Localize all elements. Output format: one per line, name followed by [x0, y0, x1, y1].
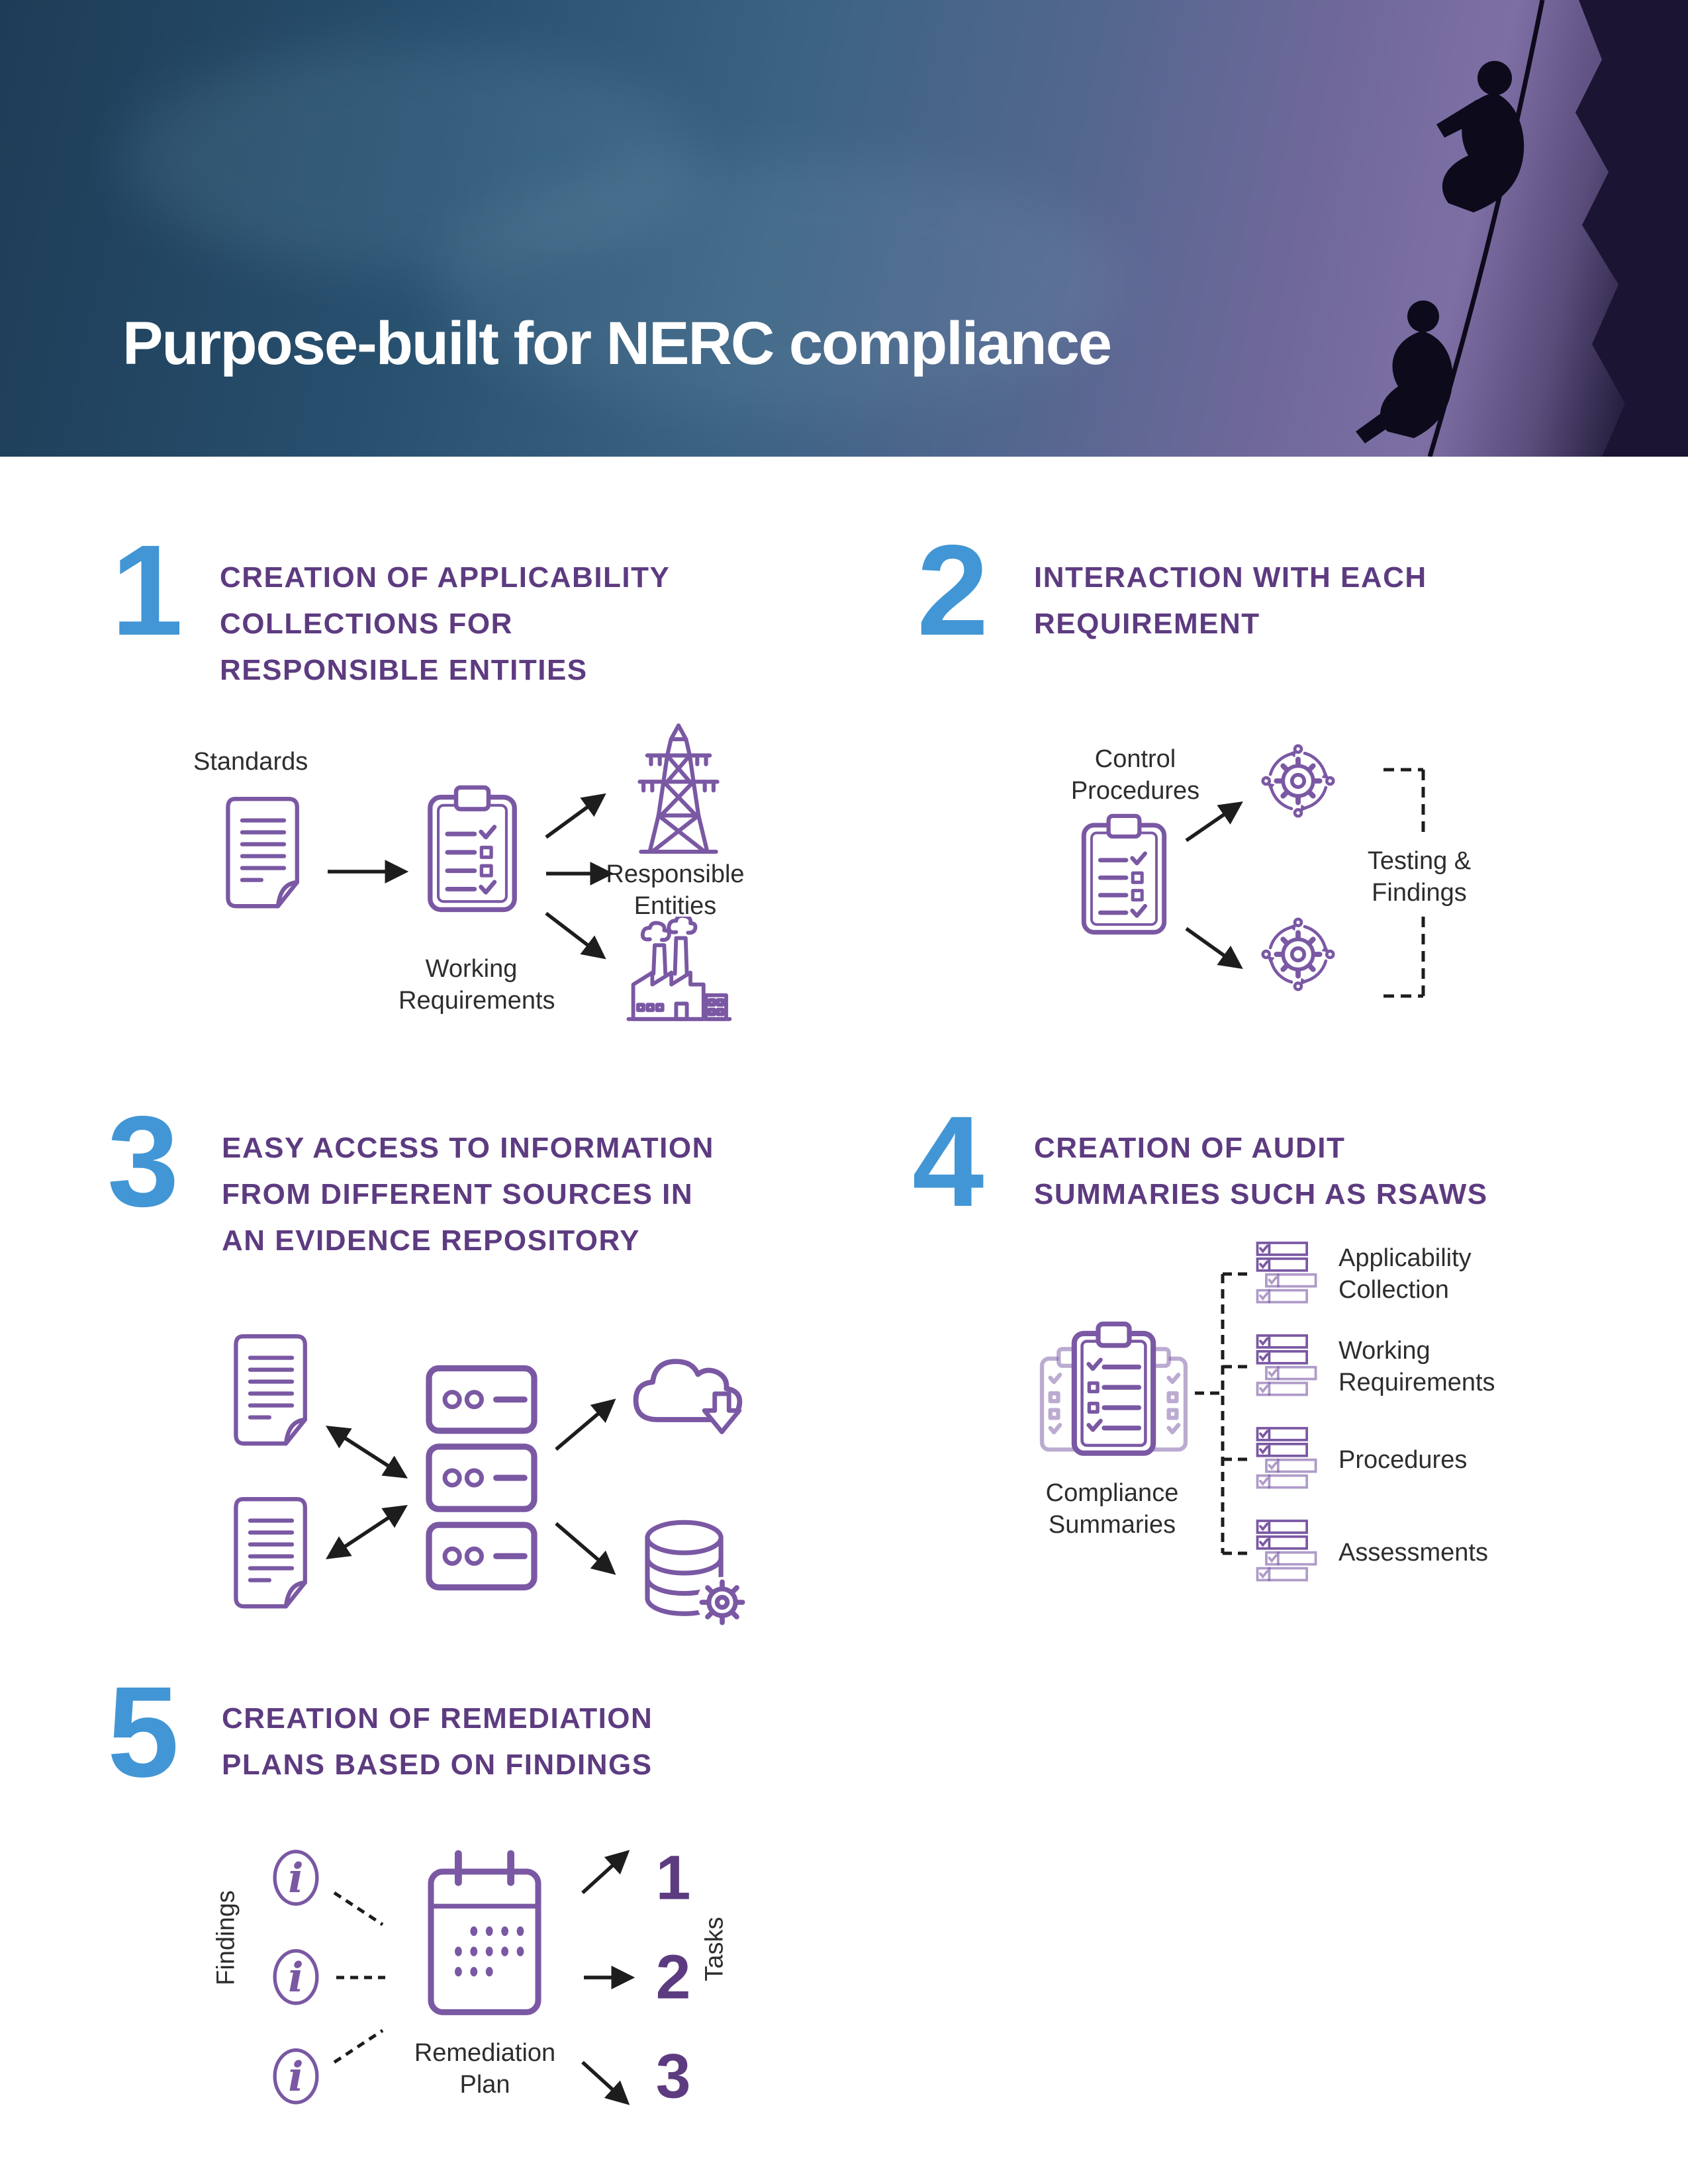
label-standards: Standards — [193, 748, 308, 776]
diagram-4-connectors — [1195, 1272, 1253, 1555]
diagram-3 — [185, 1317, 781, 1674]
label-remediation-plan: Remediation Plan — [414, 2039, 556, 2099]
step-1-number: 1 — [111, 518, 183, 662]
diagram-3-arrows — [325, 1398, 616, 1575]
diagram-5: Findings Remediation Plan 1 2 3 Tasks — [185, 1813, 914, 2112]
step-5-heading: CREATION OF REMEDIATION PLANS BASED ON F… — [222, 1702, 653, 1781]
diagram-5-connectors — [333, 1850, 635, 2105]
label-working-requirements: Working Requirements — [399, 955, 555, 1015]
step-5-number: 5 — [107, 1660, 179, 1804]
dashed-bracket — [1383, 768, 1425, 998]
label-control-procedures: Control Procedures — [1070, 745, 1200, 805]
label-compliance-summaries: Compliance Summaries — [1045, 1479, 1179, 1539]
rock-face — [1575, 0, 1688, 457]
diagram-2: Control Procedures Testing & Findings — [1033, 718, 1615, 1168]
diagram-1: Standards Working Requirements Responsib… — [185, 718, 794, 1049]
label-responsible-entities: Responsible Entities — [606, 860, 745, 920]
task-number-3: 3 — [655, 2041, 691, 2112]
hero-climbers-photo — [126, 0, 1688, 457]
diagram-1-arrows — [328, 793, 614, 960]
page-title: Purpose-built for NERC compliance — [122, 309, 1112, 377]
task-number-2: 2 — [655, 1942, 691, 2013]
step-3-heading: EASY ACCESS TO INFORMATION FROM DIFFEREN… — [222, 1132, 714, 1257]
step-1-heading: CREATION OF APPLICABILITY COLLECTIONS FO… — [220, 561, 671, 686]
task-number-1: 1 — [655, 1843, 691, 1913]
climber-silhouette-lower — [1356, 300, 1453, 443]
climber-silhouette-upper — [1436, 61, 1524, 212]
hero-banner: Purpose-built for NERC compliance — [0, 0, 1688, 457]
label-procedures: Procedures — [1338, 1446, 1468, 1474]
dashed-tree — [1195, 1272, 1253, 1555]
step-2-number: 2 — [917, 518, 989, 662]
label-working-requirements: Working Requirements — [1338, 1337, 1495, 1396]
step-3-number: 3 — [107, 1089, 179, 1234]
step-4-number: 4 — [912, 1089, 984, 1234]
diagram-2-connectors — [1185, 768, 1425, 998]
diagram-4: Compliance Summaries Applicability Colle… — [993, 1231, 1655, 1615]
label-testing-findings: Testing & Findings — [1367, 847, 1472, 907]
label-applicability-collection: Applicability Collection — [1338, 1244, 1472, 1304]
label-assessments: Assessments — [1338, 1539, 1488, 1567]
step-2-heading: INTERACTION WITH EACH REQUIREMENT — [1034, 561, 1427, 640]
step-4-heading: CREATION OF AUDIT SUMMARIES SUCH AS RSAW… — [1034, 1132, 1488, 1210]
